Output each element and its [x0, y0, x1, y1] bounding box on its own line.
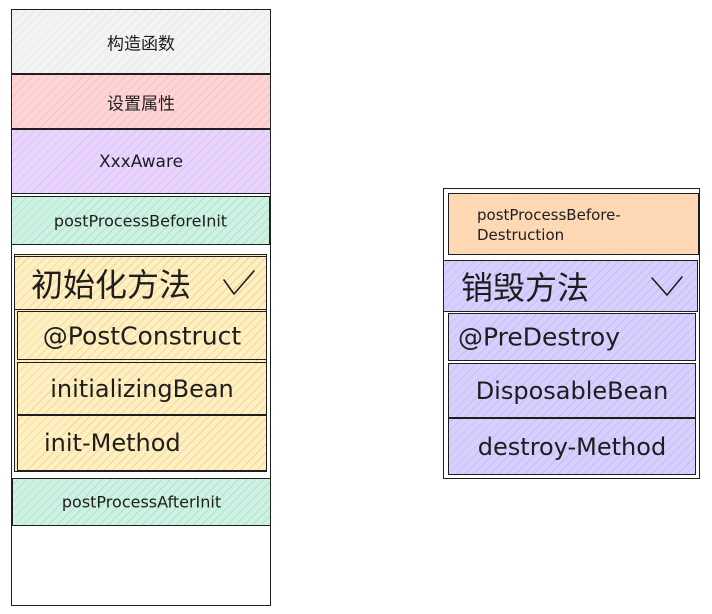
- before-destruction-label: postProcessBefore- Destruction: [477, 205, 621, 245]
- destroy-method-item: destroy-Method: [448, 418, 696, 475]
- aware-label: XxxAware: [98, 151, 184, 172]
- before-destruction-line-1: postProcessBefore-: [477, 206, 621, 224]
- disposable-bean-label: DisposableBean: [475, 376, 669, 405]
- before-init-label: postProcessBeforeInit: [53, 211, 228, 230]
- disposable-bean-item: DisposableBean: [448, 363, 696, 418]
- before-init-box: postProcessBeforeInit: [11, 196, 270, 245]
- init-method-label: init-Method: [44, 429, 181, 457]
- initializing-bean-item: initializingBean: [17, 362, 267, 415]
- checkmark-icon: [651, 276, 683, 296]
- init-method-item: init-Method: [17, 415, 267, 471]
- set-properties-box: 设置属性: [11, 74, 271, 129]
- destroy-methods-title: 销毁方法: [461, 269, 590, 307]
- after-init-box: postProcessAfterInit: [12, 478, 271, 526]
- aware-box: XxxAware: [11, 129, 271, 194]
- before-destruction-line-2: Destruction: [477, 226, 565, 244]
- after-init-label: postProcessAfterInit: [61, 492, 222, 512]
- checkmark-icon: [223, 270, 255, 295]
- post-construct-item: @PostConstruct: [17, 311, 267, 360]
- set-properties-label: 设置属性: [107, 94, 175, 114]
- post-construct-label: @PostConstruct: [42, 321, 242, 350]
- constructor-label: 构造函数: [107, 34, 175, 54]
- init-methods-title: 初始化方法: [31, 266, 192, 304]
- initializing-bean-label: initializingBean: [50, 374, 234, 403]
- before-destruction-box: postProcessBefore- Destruction: [448, 193, 699, 255]
- init-methods-header: 初始化方法: [14, 256, 267, 310]
- destroy-method-label: destroy-Method: [477, 432, 667, 461]
- destroy-methods-header: 销毁方法: [443, 260, 698, 312]
- pre-destroy-item: @PreDestroy: [448, 313, 696, 361]
- pre-destroy-label: @PreDestroy: [458, 322, 621, 352]
- constructor-box: 构造函数: [11, 9, 271, 74]
